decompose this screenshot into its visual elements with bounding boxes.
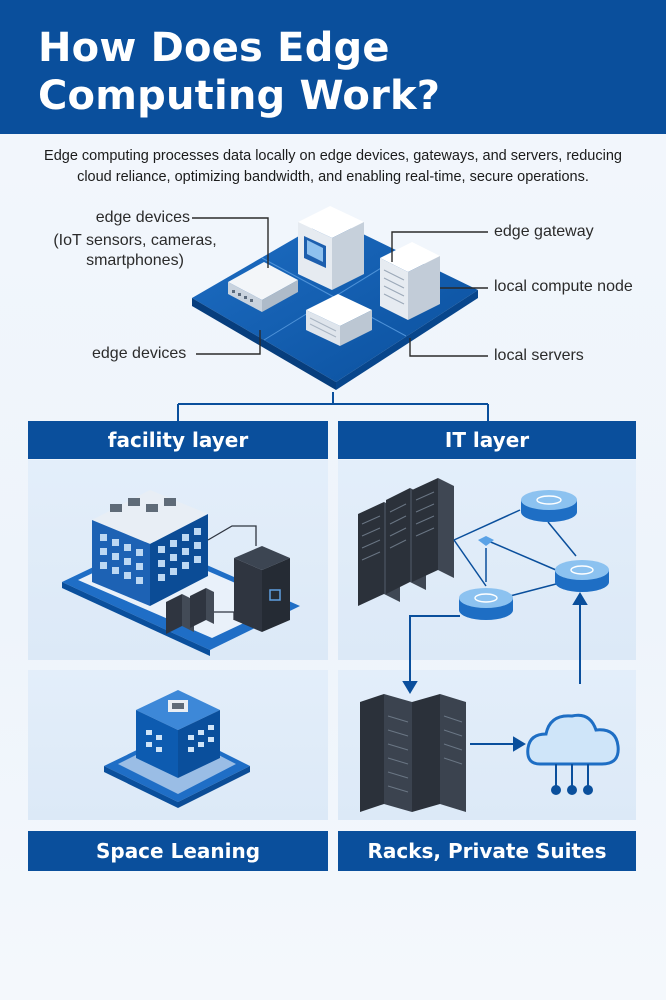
header-banner: How Does Edge Computing Work? — [0, 0, 666, 134]
space-leaning-band: Space Leaning — [28, 831, 328, 871]
it-layer-band: IT layer — [338, 421, 636, 459]
page-title-line-2: Computing Work? — [38, 73, 441, 119]
label-edge-devices-iot: edge devices — [40, 208, 190, 228]
label-edge-devices-iot-line-3: smartphones) — [86, 252, 184, 269]
leader-lines — [192, 217, 488, 357]
it-network-icon — [453, 490, 609, 620]
label-edge-devices-iot-line-2: (IoT sensors, cameras, — [53, 232, 217, 249]
label-edge-devices: edge devices — [92, 345, 187, 362]
facility-layer-band: facility layer — [28, 421, 328, 459]
edge-computer-device — [298, 206, 364, 290]
label-edge-devices-iot-line-1: edge devices — [95, 209, 190, 226]
label-local-servers: local servers — [494, 347, 584, 364]
racks-private-suites-band: Racks, Private Suites — [338, 831, 636, 871]
intro-text: Edge computing processes data locally on… — [30, 146, 636, 188]
private-suite-racks-icon — [360, 694, 466, 812]
layer-connector — [177, 392, 489, 421]
facility-building-icon — [62, 490, 300, 656]
label-edge-devices-iot-detail: (IoT sensors, cameras, smartphones) — [40, 231, 230, 271]
space-cube-icon — [104, 690, 250, 808]
intro-line-2: cloud reliance, optimizing bandwidth, an… — [77, 169, 589, 185]
label-local-compute-node: local compute node — [494, 278, 633, 295]
it-flow-arrows — [402, 592, 588, 752]
it-server-racks-icon — [358, 478, 454, 606]
intro-line-1: Edge computing processes data locally on… — [44, 148, 622, 164]
cloud-icon — [526, 713, 620, 795]
page-title-line-1: How Does Edge — [38, 25, 390, 71]
page-title: How Does Edge Computing Work? — [38, 24, 598, 120]
label-edge-gateway: edge gateway — [494, 223, 594, 240]
local-server-device — [306, 294, 372, 346]
edge-gateway-device — [380, 242, 440, 320]
edge-switch-device — [228, 262, 298, 312]
